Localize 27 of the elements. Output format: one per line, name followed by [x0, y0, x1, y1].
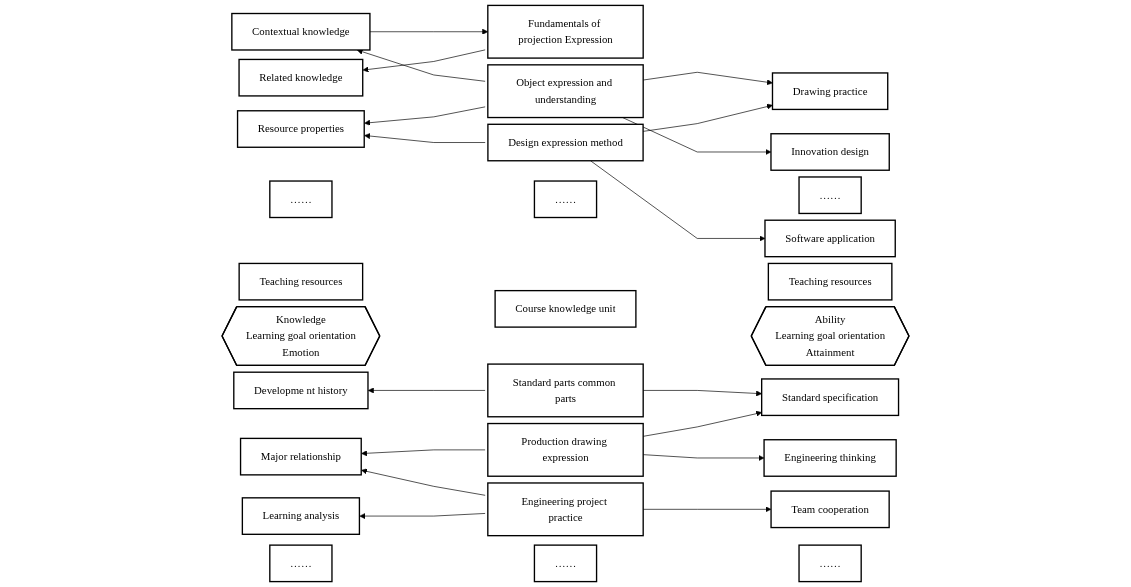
- node-box: Developme nt history: [233, 371, 369, 410]
- node-box: Standard parts common parts: [487, 363, 644, 418]
- node-box: ……: [533, 544, 598, 583]
- node-box: Teaching resources: [767, 262, 893, 301]
- node-box: Object expression and understanding: [487, 64, 644, 119]
- node-box: Resource properties: [236, 110, 365, 148]
- node-box: Major relationship: [239, 437, 362, 476]
- node-box: Fundamentals of projection Expression: [487, 4, 644, 59]
- node-box: ……: [269, 544, 333, 583]
- node-box: Related knowledge: [238, 58, 364, 97]
- node-box: ……: [798, 544, 862, 583]
- node-box: Team cooperation: [770, 490, 890, 529]
- node-box: Design expression method: [487, 123, 644, 162]
- node-box: Innovation design: [770, 133, 890, 171]
- node-box: Drawing practice: [771, 72, 889, 111]
- node-box: ……: [533, 180, 598, 219]
- node-box: Engineering project practice: [487, 482, 644, 537]
- node-box: Production drawing expression: [487, 422, 644, 477]
- node-box: Course knowledge unit: [494, 289, 637, 328]
- node-box: Engineering thinking: [763, 439, 897, 477]
- node-box: Learning analysis: [241, 497, 361, 535]
- node-box: ……: [798, 176, 862, 215]
- node-box: Standard specification: [761, 378, 900, 417]
- node-box: Teaching resources: [238, 262, 364, 301]
- node-box: Software application: [764, 219, 896, 258]
- node-box: Contextual knowledge: [231, 12, 371, 51]
- node-box: ……: [269, 180, 333, 219]
